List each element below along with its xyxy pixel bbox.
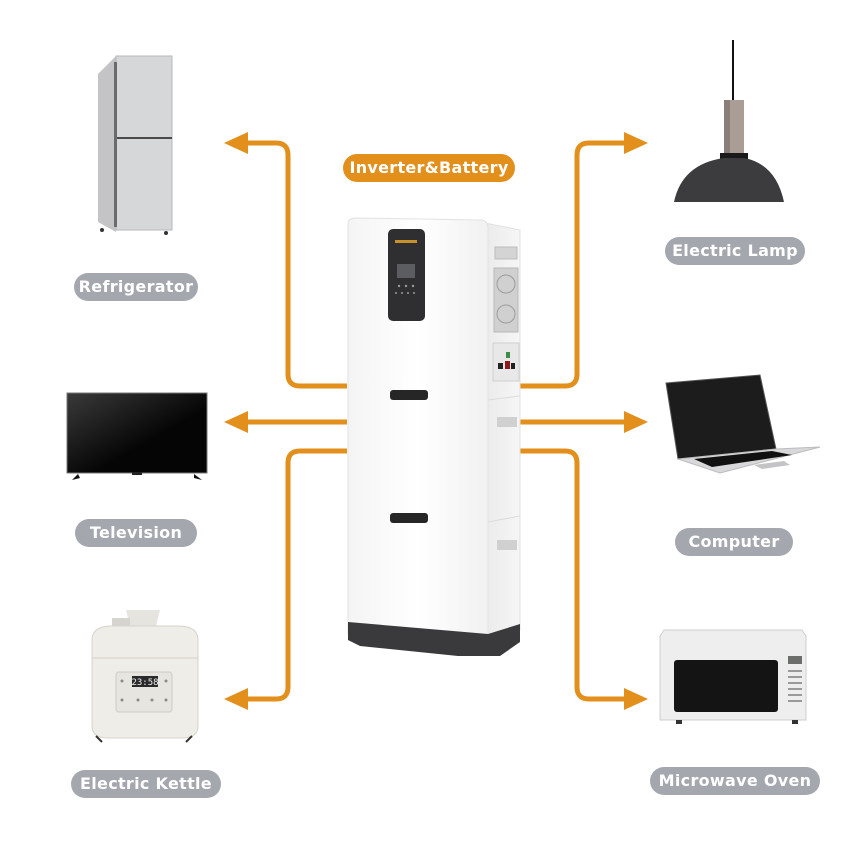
title-badge: Inverter&Battery bbox=[343, 154, 515, 182]
arrowhead-computer bbox=[624, 411, 648, 433]
arrowhead-lamp bbox=[624, 132, 648, 154]
microwave-icon bbox=[659, 629, 807, 724]
television-icon bbox=[66, 392, 208, 480]
label-microwave-oven: Microwave Oven bbox=[650, 767, 820, 795]
arrow-kettle bbox=[245, 448, 347, 702]
arrowhead-microwave bbox=[624, 688, 648, 710]
arrowhead-television bbox=[224, 411, 248, 433]
arrowhead-refrigerator bbox=[224, 132, 248, 154]
arrow-refrigerator bbox=[245, 140, 347, 389]
laptop-icon bbox=[665, 374, 821, 474]
label-electric-kettle: Electric Kettle bbox=[71, 770, 221, 798]
cooker-display: 23:58 bbox=[131, 678, 158, 688]
pendant-lamp-icon bbox=[674, 40, 784, 202]
arrowhead-kettle bbox=[224, 688, 248, 710]
arrow-microwave bbox=[520, 448, 625, 702]
inverter-battery-icon bbox=[347, 217, 521, 656]
label-television: Television bbox=[75, 519, 197, 547]
label-computer: Computer bbox=[675, 528, 793, 556]
label-electric-lamp: Electric Lamp bbox=[665, 237, 805, 265]
refrigerator-icon bbox=[98, 55, 173, 235]
label-refrigerator: Refrigerator bbox=[74, 273, 198, 301]
arrow-lamp bbox=[520, 140, 625, 389]
rice-cooker-icon: 23:58 bbox=[91, 610, 199, 743]
